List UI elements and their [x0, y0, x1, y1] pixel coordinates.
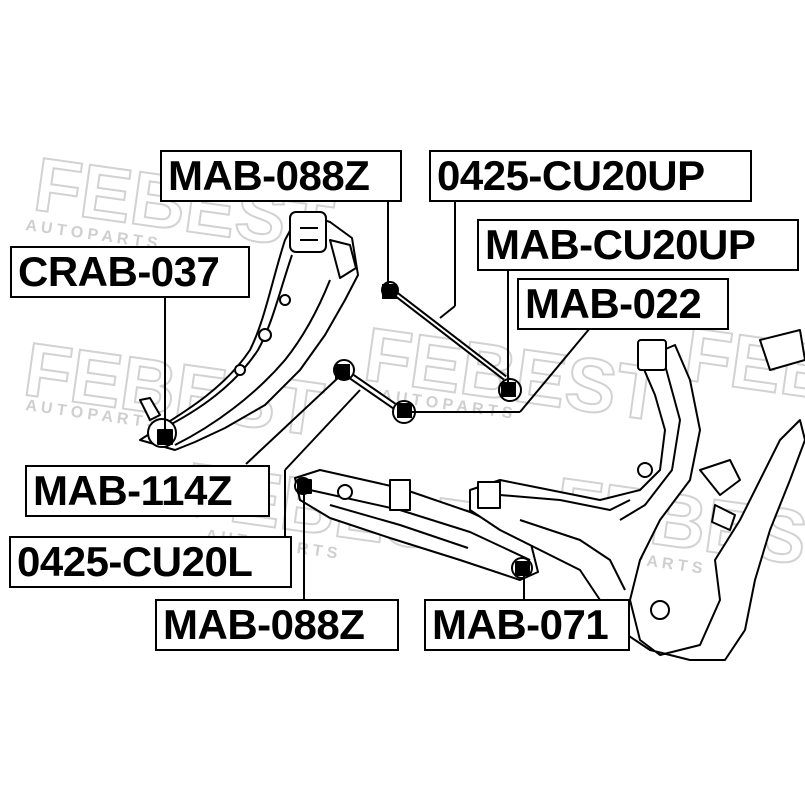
lower-arm-drawing [294, 469, 539, 581]
label-0425-cu20l: 0425-CU20L [9, 536, 292, 588]
label-mab-088z-bottom: MAB-088Z [155, 599, 399, 651]
label-mab-022: MAB-022 [517, 278, 729, 330]
leader-line [439, 305, 456, 319]
label-mab-cu20up: MAB-CU20UP [477, 219, 799, 271]
label-crab-037: CRAB-037 [10, 246, 250, 298]
leader-lines [164, 200, 591, 600]
label-mab-088z-top: MAB-088Z [160, 150, 402, 202]
label-mab-114z: MAB-114Z [25, 465, 270, 517]
leader-line [519, 327, 591, 413]
leader-line [245, 375, 341, 465]
leader-line [284, 389, 361, 471]
subframe-drawing [469, 329, 805, 661]
lower-link-drawing [333, 359, 416, 424]
label-mab-071: MAB-071 [424, 599, 630, 651]
upper-link-drawing [381, 281, 522, 402]
label-0425-cu20up: 0425-CU20UP [429, 150, 752, 202]
